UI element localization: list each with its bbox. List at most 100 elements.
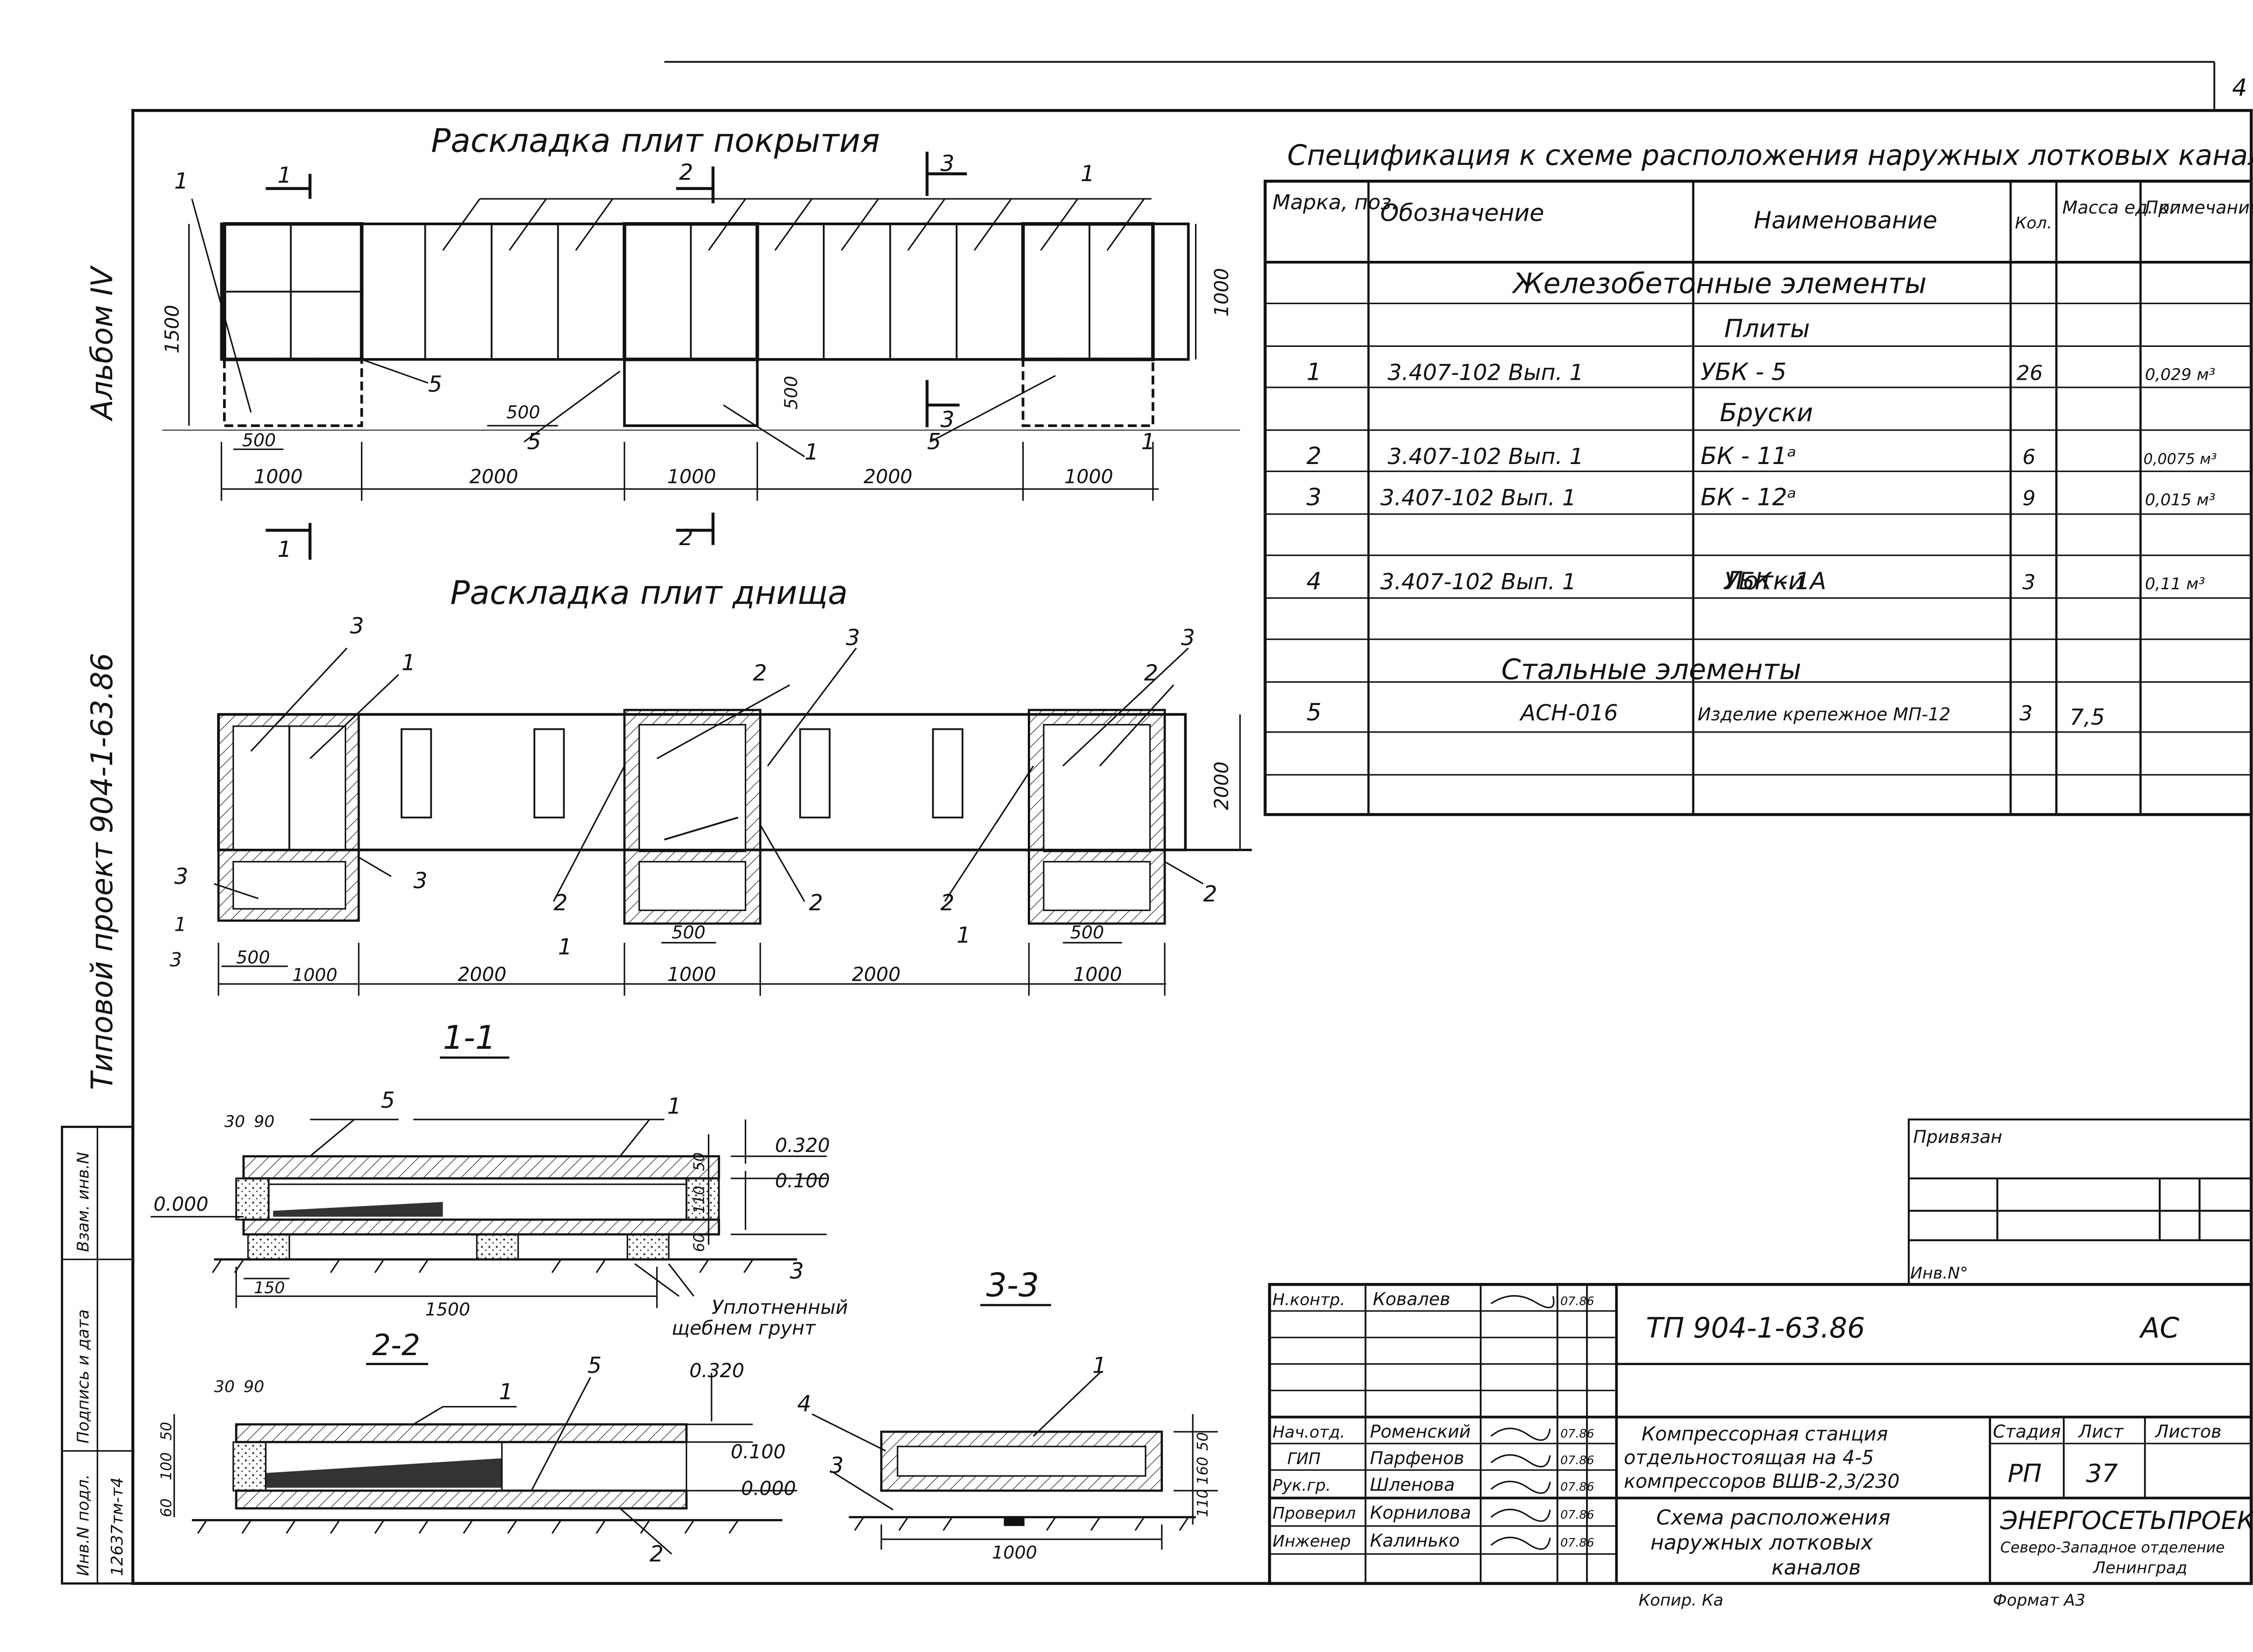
- cover-pos-label: 1: [804, 439, 818, 465]
- section-mark-3-top: 3: [940, 150, 954, 176]
- row-mass: 7,5: [2070, 704, 2105, 730]
- cover-dim: 1000: [254, 466, 302, 488]
- signature: [1490, 1508, 1551, 1522]
- bottom-dim: 1000: [667, 964, 716, 986]
- plan-bottom-title: Раскладка плит днища: [450, 574, 848, 612]
- side-strip: Альбом IV Типовой проект 904-1-63.86 Инв…: [61, 265, 134, 1585]
- bottom-pos-label: 2: [753, 660, 767, 686]
- row-designation: АСН-016: [1519, 700, 1618, 726]
- section-dim: 50: [691, 1152, 708, 1171]
- sheet-label: Лист: [2078, 1422, 2124, 1442]
- spec-row: 3 3.407-102 Вып. 1 БК - 12ᵃ 9 0,015 м³: [1306, 484, 2215, 511]
- signature: [1490, 1295, 1555, 1309]
- row-name: БК - 12ᵃ: [1701, 484, 1797, 511]
- header-qty: Кол.: [2015, 214, 2052, 232]
- row-qty: 3: [2022, 570, 2035, 594]
- header-designation: Обозначение: [1380, 199, 1544, 227]
- bottom-dim: 2000: [458, 964, 506, 986]
- person-row: Рук.гр. Шленова 07.86: [1272, 1475, 1594, 1495]
- row-designation: 3.407-102 Вып. 1: [1380, 569, 1576, 595]
- soil-note: щебнем грунт: [672, 1317, 816, 1339]
- header-note: Примечание: [2145, 198, 2253, 218]
- object-line: компрессоров ВШВ-2,3/230: [1624, 1470, 1900, 1493]
- section-dim: 100: [158, 1452, 175, 1480]
- bottom-dim: 2000: [852, 964, 900, 986]
- level-mark: 0.000: [154, 1194, 209, 1216]
- row-qty: 26: [2016, 361, 2043, 385]
- group-concrete: Железобетонные элементы: [1511, 267, 1927, 300]
- section-dim: 150: [254, 1279, 285, 1297]
- bottom-pos-label: 3: [1181, 624, 1195, 651]
- binding-inv-label: Инв.N°: [1910, 1264, 1968, 1283]
- sheet-title-line: наружных лотковых: [1651, 1530, 1874, 1555]
- person-date: 07.86: [1560, 1295, 1594, 1308]
- section-label: 1: [499, 1379, 513, 1405]
- section-3-3: 3-3 4 3 1 1000 50 160 110: [797, 1266, 1218, 1563]
- header-mark-text: Марка, поз.: [1272, 190, 1398, 214]
- person-role: Н.контр.: [1272, 1291, 1345, 1309]
- section-2-2: 2-2 0.320 0.100 0.000 30 90 50 100 60 1 …: [158, 1328, 798, 1567]
- stamp-col-replace: Взам. инв.N: [74, 1152, 93, 1252]
- level-mark: 0.000: [741, 1478, 796, 1500]
- copied-label: Копир. Ка: [1639, 1591, 1724, 1610]
- cover-dim: 2000: [470, 466, 518, 488]
- section-label: 3: [830, 1452, 844, 1479]
- section-label: 1: [667, 1093, 681, 1119]
- binding-label: Привязан: [1913, 1127, 2002, 1147]
- row-note: 0,11 м³: [2145, 575, 2205, 593]
- section-1-1: 1-1 0.320 0.100 0.000 30 90 150 1500 50 …: [151, 1019, 848, 1339]
- plan-bottom: Раскладка плит днища 3 1 2 3 2 3 3 3 1 3…: [170, 574, 1252, 996]
- person-role: Нач.отд.: [1272, 1423, 1345, 1442]
- org-name: ЭНЕРГОСЕТЬПРОЕКТ: [2000, 1506, 2253, 1535]
- bottom-pos-label: 3: [350, 613, 364, 639]
- level-mark: 0.100: [731, 1441, 786, 1463]
- section-1-1-title: 1-1: [443, 1019, 496, 1056]
- signature: [1490, 1454, 1551, 1468]
- section-dim: 60: [691, 1233, 708, 1252]
- group-steel: Стальные элементы: [1501, 653, 1801, 686]
- bottom-pos-label: 2: [554, 890, 568, 916]
- row-note: 0,0075 м³: [2144, 451, 2217, 468]
- row-pos: 2: [1306, 442, 1321, 470]
- section-dim: 50: [1194, 1432, 1211, 1451]
- plan-cover-title: Раскладка плит покрытия: [431, 122, 880, 159]
- person-name: Шленова: [1370, 1475, 1455, 1495]
- section-dim: 30: [224, 1112, 245, 1131]
- person-row: ГИП Парфенов 07.86: [1287, 1448, 1594, 1469]
- section-mark-2-bottom: 2: [679, 524, 693, 551]
- cover-pos-label: 5: [527, 428, 541, 455]
- person-name: Корнилова: [1370, 1503, 1471, 1523]
- cover-dim-500: 500: [781, 376, 802, 410]
- stamp-col-sign: Подпись и дата: [74, 1309, 93, 1443]
- bottom-pos-label: 3: [170, 949, 182, 971]
- person-name: Ковалев: [1373, 1289, 1450, 1310]
- section-label: 1: [1092, 1352, 1106, 1378]
- header-mark: Марка, поз.: [1272, 190, 1398, 214]
- soil-note: Уплотненный: [711, 1297, 848, 1319]
- level-mark: 0.100: [775, 1170, 830, 1192]
- row-name: Изделие крепежное МП-12: [1698, 705, 1951, 725]
- plan-cover: Раскладка плит покрытия 1 1 2 2 3 3: [161, 122, 1240, 562]
- bottom-pos-label: 2: [1203, 881, 1217, 907]
- stage-label: Стадия: [1993, 1422, 2061, 1442]
- section-dim: 50: [158, 1422, 175, 1441]
- section-mark-3-bottom: 3: [940, 406, 954, 432]
- bottom-pos-label: 1: [174, 914, 187, 936]
- section-mark-1-bottom: 1: [278, 536, 292, 562]
- person-name: Парфенов: [1370, 1448, 1464, 1469]
- section-dim: 90: [254, 1112, 274, 1131]
- row-pos: 3: [1306, 484, 1321, 511]
- bottom-pos-label: 2: [1144, 660, 1158, 686]
- bottom-pos-label: 3: [174, 863, 188, 889]
- section-dim: 110: [691, 1186, 708, 1214]
- row-note: 0,015 м³: [2145, 491, 2215, 510]
- bottom-pos-label: 2: [809, 890, 823, 916]
- bottom-dim-500: 500: [236, 947, 270, 968]
- section-label: 4: [797, 1390, 811, 1416]
- section-label: 3: [790, 1258, 804, 1284]
- person-row: Нач.отд. Роменский 07.86: [1272, 1422, 1594, 1442]
- inventory-number: 12637тм-т4: [108, 1477, 127, 1576]
- bottom-pos-label: 3: [846, 624, 860, 651]
